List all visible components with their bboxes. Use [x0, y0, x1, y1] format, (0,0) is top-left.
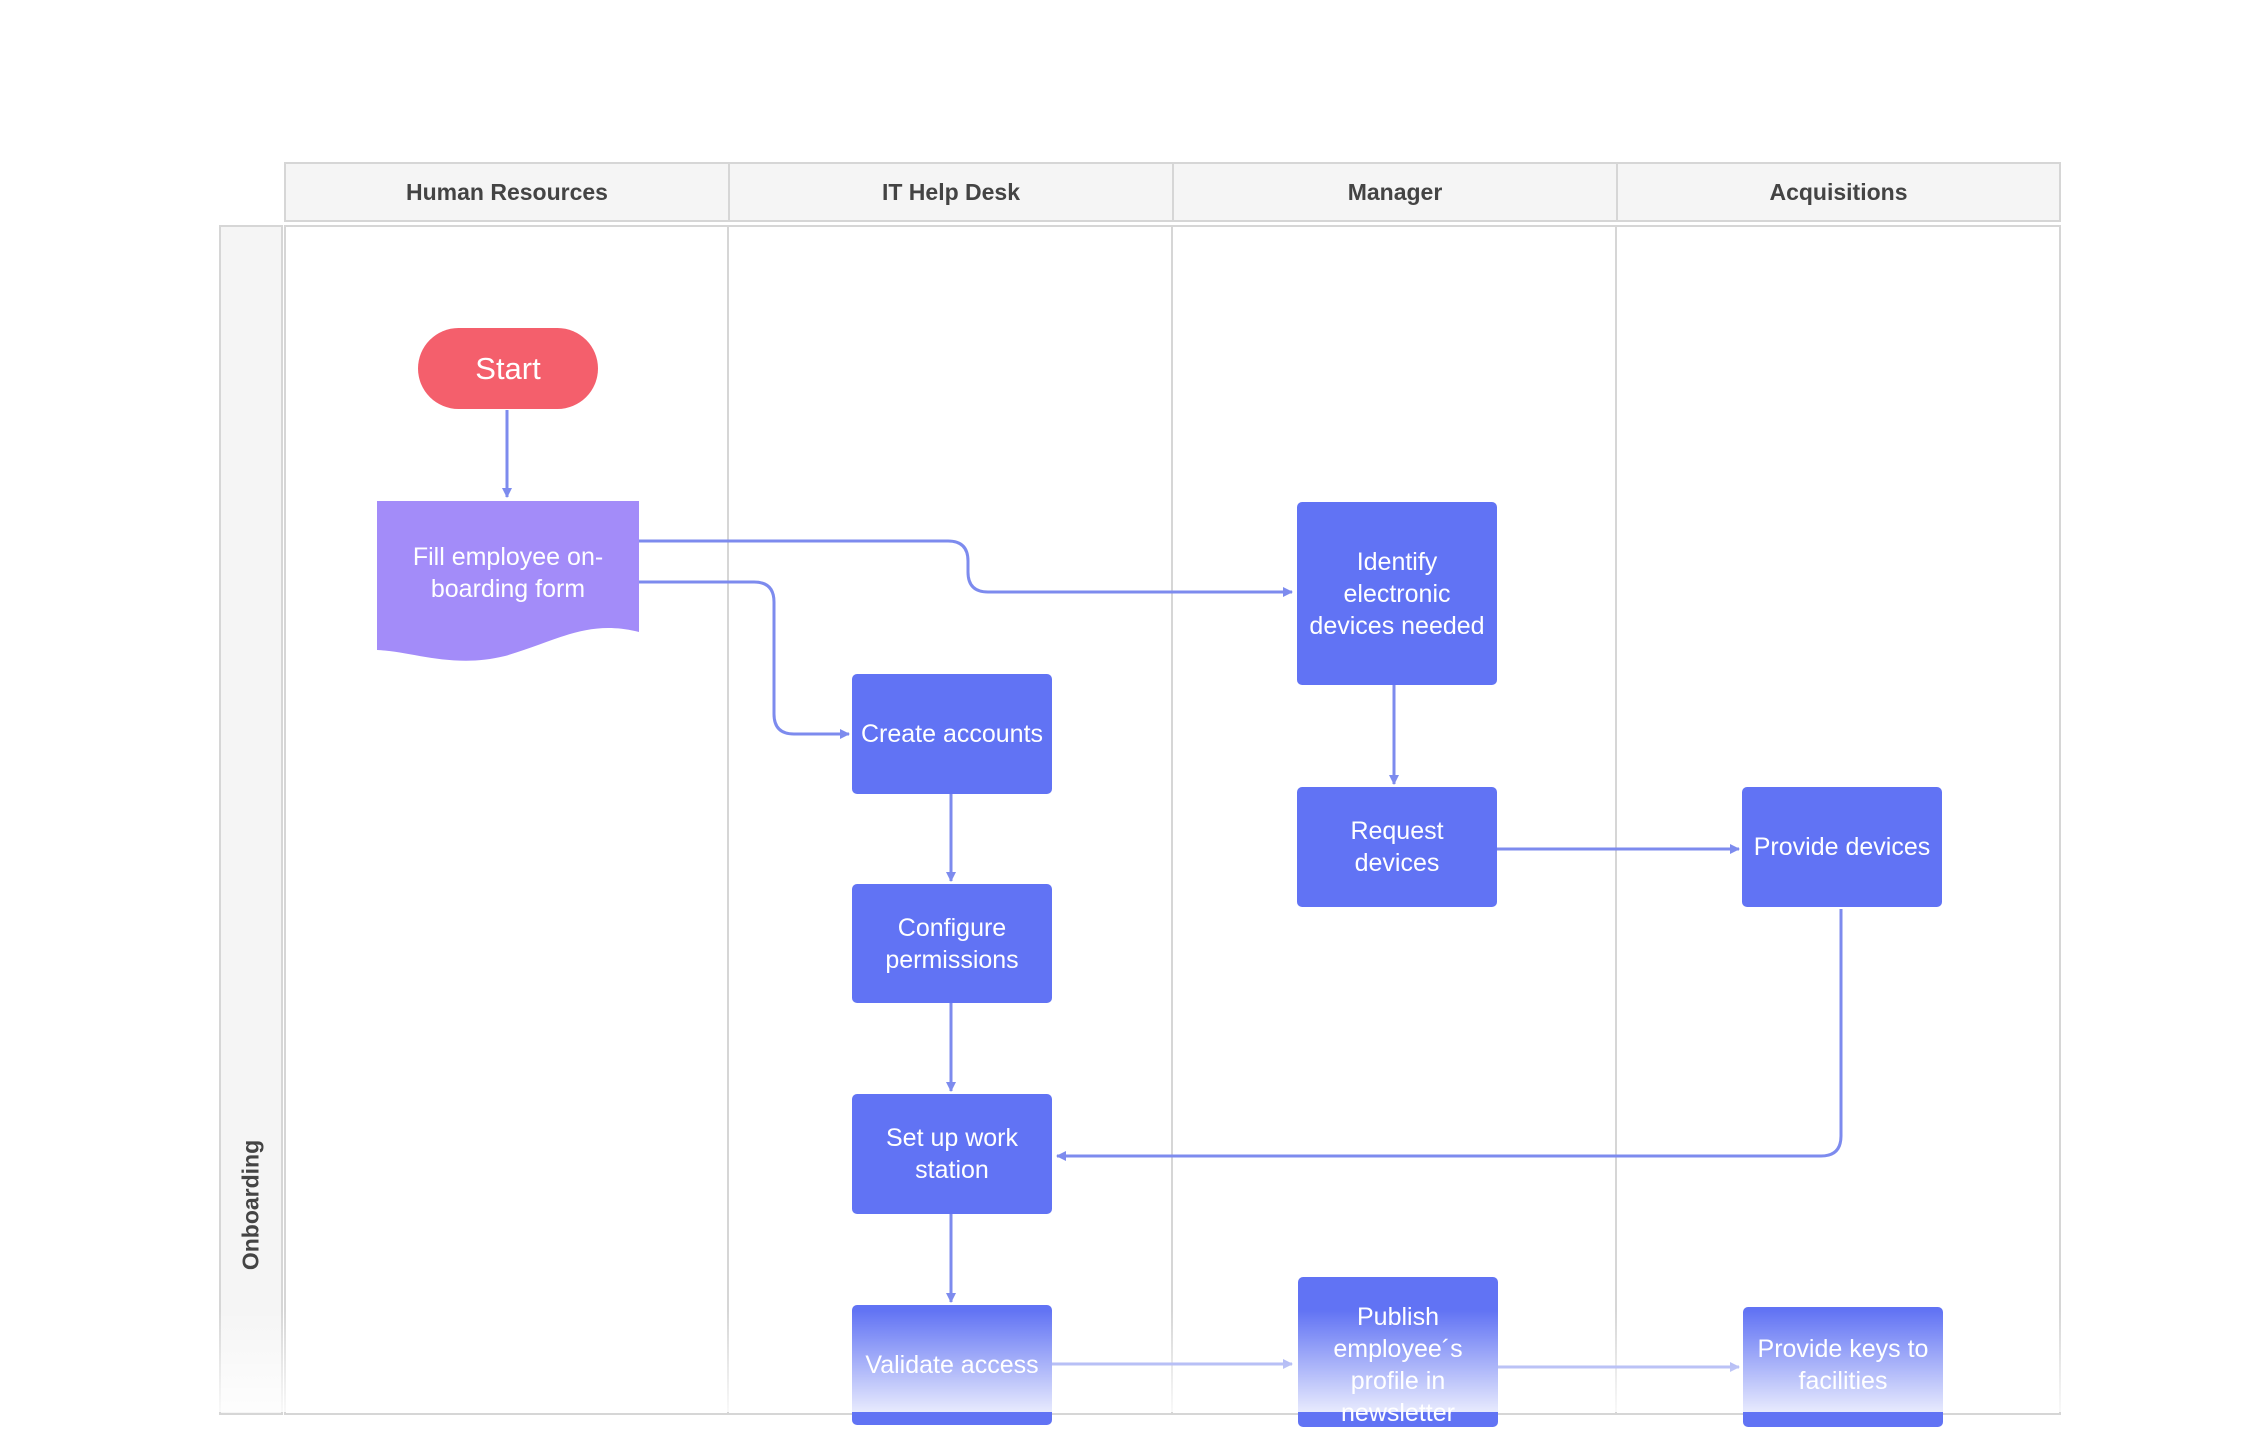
fill-form-label: Fill employee on- boarding form [412, 543, 604, 603]
connector-form-to-create-accounts [639, 580, 850, 739]
column-header-it-help-desk: IT Help Desk [728, 162, 1174, 222]
column-divider [1615, 225, 1617, 1415]
create-accounts-node[interactable]: Create accounts [852, 674, 1052, 794]
column-header-row: Human Resources IT Help Desk Manager Acq… [284, 162, 2061, 224]
connector-form-to-identify [639, 539, 1293, 597]
start-node[interactable]: Start [418, 328, 598, 409]
lane-label-onboarding: Onboarding [219, 225, 283, 1415]
column-header-human-resources: Human Resources [284, 162, 730, 222]
column-divider [1171, 225, 1173, 1415]
publish-profile-node[interactable]: Publish employee´s profile in newsletter [1298, 1277, 1498, 1427]
document-shape [377, 501, 639, 661]
column-divider [727, 225, 729, 1415]
configure-permissions-node[interactable]: Configure permissions [852, 884, 1052, 1003]
request-devices-node[interactable]: Request devices [1297, 787, 1497, 907]
provide-devices-node[interactable]: Provide devices [1742, 787, 1942, 907]
column-header-manager: Manager [1172, 162, 1618, 222]
connector-provide-devices-to-setup [1056, 909, 1843, 1161]
column-header-acquisitions: Acquisitions [1616, 162, 2061, 222]
validate-access-node[interactable]: Validate access [852, 1305, 1052, 1425]
identify-devices-node[interactable]: Identify electronic devices needed [1297, 502, 1497, 685]
provide-keys-node[interactable]: Provide keys to facilities [1743, 1307, 1943, 1427]
fill-form-node[interactable]: Fill employee on- boarding form [377, 501, 639, 663]
setup-workstation-node[interactable]: Set up work station [852, 1094, 1052, 1214]
